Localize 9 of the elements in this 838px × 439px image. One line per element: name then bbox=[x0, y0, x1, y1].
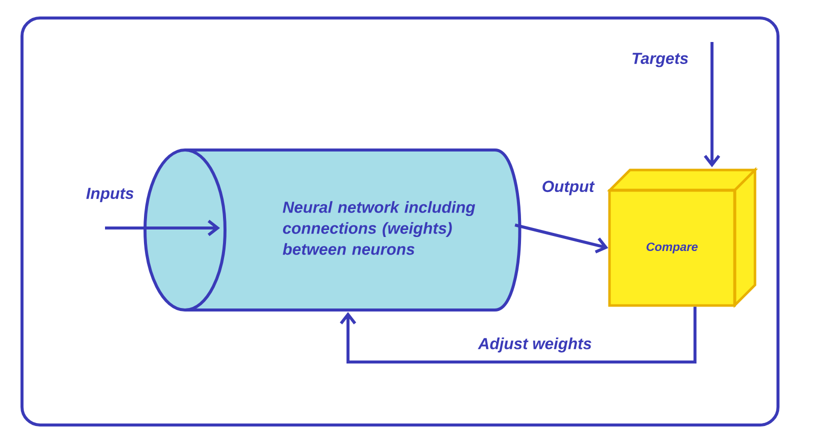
edge-label: Targets bbox=[632, 52, 688, 68]
edge-label: Output bbox=[542, 180, 595, 196]
arrow bbox=[704, 42, 720, 168]
edge-label: Inputs bbox=[86, 188, 134, 202]
cylinder: Neural network including connections (weights) between neurons bbox=[144, 148, 522, 312]
arrow bbox=[340, 306, 696, 364]
edge-label: Adjust weights bbox=[478, 338, 592, 352]
arrow bbox=[514, 224, 608, 254]
arrow bbox=[105, 220, 220, 236]
